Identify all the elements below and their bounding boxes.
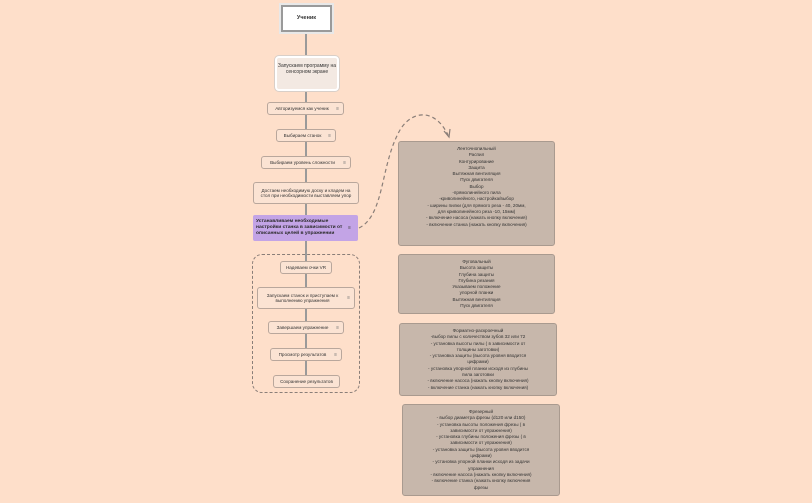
launch-program-node[interactable]: Запускаем программу на сенсорном экране: [275, 56, 339, 91]
note-icon: ≡: [334, 351, 337, 358]
text-line: Пуск двигателя: [460, 177, 493, 183]
text-line: Ленточнопильный: [457, 146, 496, 151]
step-select-difficulty[interactable]: Выбираем уровень сложности ≡: [261, 156, 351, 169]
text-line: - включение станка (нажать кнопку включе…: [426, 221, 527, 227]
text-line: - ширины пилки (для прямого реза - 40, 2…: [427, 202, 526, 208]
step-login[interactable]: Авторизуемся как ученик ≡: [267, 102, 344, 115]
student-label: Ученик: [296, 15, 317, 21]
step-select-machine[interactable]: Выбираем станок ≡: [276, 129, 336, 142]
step-finish-exercise[interactable]: Завершаем упражнение ≡: [268, 321, 344, 334]
step-configure-machine-label: Устанавливаем необходимые настройки стан…: [256, 219, 343, 236]
note-icon: ≡: [348, 225, 351, 231]
step-save-results-label: Сохранение результатов: [280, 378, 333, 384]
text-line: Распил: [468, 152, 485, 158]
student-node[interactable]: Ученик: [281, 5, 332, 32]
text-line: - установка упорной планки исходя из зад…: [432, 459, 530, 465]
step-select-machine-label: Выбираем станок: [283, 132, 322, 138]
step-configure-machine[interactable]: Устанавливаем необходимые настройки стан…: [253, 215, 358, 241]
milling-settings-box: Фрезерный - выбор диаметра фрезы (d120 и…: [402, 404, 560, 496]
step-prepare-board-label: Достаем необходимую доску и кладем на ст…: [260, 187, 352, 199]
step-put-on-vr-label: Надеваем очки VR: [285, 264, 327, 270]
text-line: - включение станка (нажать кнопку включе…: [431, 478, 531, 484]
step-start-machine-label: Запускаем станок и приступаем к выполнен…: [266, 292, 339, 304]
text-line: Выбор: [469, 183, 484, 189]
note-icon: ≡: [336, 324, 339, 331]
text-line: - выбор диаметра фрезы (d120 или d150): [436, 415, 526, 421]
note-icon: ≡: [343, 159, 346, 166]
text-line: - установка защиты (высота уровня вводит…: [432, 446, 530, 452]
text-line: Глубина защиты: [458, 271, 495, 277]
text-line: Высота защиты: [459, 265, 494, 271]
launch-program-label: Запускаем программу на сенсорном экране: [277, 63, 337, 75]
step-finish-exercise-label: Завершаем упражнение: [276, 324, 329, 330]
text-line: Вытяжная вентиляция: [452, 296, 501, 302]
text-line: - установка глубины положения фрезы ( в: [436, 434, 526, 440]
step-view-results[interactable]: Просмотр результатов ≡: [270, 348, 342, 361]
text-line: цифрами): [467, 359, 489, 365]
text-line: Пуск двигателя: [460, 303, 493, 309]
text-line: зависимости от упражнения): [450, 440, 512, 446]
text-line: Фуговальный: [462, 259, 491, 264]
text-line: зависимости от упражнения): [450, 427, 512, 433]
note-icon: ≡: [347, 295, 350, 301]
text-line: -прямолинейного пила: [452, 190, 501, 196]
text-line: Указываем положение: [452, 284, 501, 290]
band-saw-settings-box: Ленточнопильный Распил Контурирование За…: [398, 141, 555, 246]
text-line: Вытяжная вентиляция: [452, 171, 501, 177]
step-view-results-label: Просмотр результатов: [278, 351, 327, 357]
step-put-on-vr[interactable]: Надеваем очки VR: [280, 261, 332, 274]
text-line: Глубина резания: [458, 277, 495, 283]
step-select-difficulty-label: Выбираем уровень сложности: [270, 159, 335, 165]
text-line: толщины заготовки): [456, 346, 500, 352]
text-line: - включение насоса (нажать кнопку включе…: [427, 378, 529, 384]
step-login-label: Авторизуемся как ученик: [275, 105, 329, 111]
note-icon: ≡: [328, 132, 331, 139]
text-line: цифрами): [470, 453, 492, 459]
text-line: упражнения: [468, 465, 494, 471]
text-line: Защита: [468, 164, 485, 170]
text-line: упорной планки: [459, 290, 494, 296]
text-line: - включение насоса (нажать кнопку включе…: [425, 215, 528, 221]
step-save-results[interactable]: Сохранение результатов: [273, 375, 340, 388]
text-line: - установка защиты (высота уровня вводит…: [429, 353, 527, 359]
text-line: Фрезерный: [468, 409, 494, 414]
text-line: - включение насоса (нажать кнопку включе…: [430, 471, 532, 477]
text-line: - установка высоты положения фрезы ( в: [436, 421, 526, 427]
text-line: фрезы: [473, 484, 489, 490]
text-line: - установка высоты пилы ( в зависимости …: [430, 340, 526, 346]
note-icon: ≡: [336, 105, 339, 112]
text-line: -криволинейного, настройка/выбор: [439, 196, 514, 202]
step-start-machine[interactable]: Запускаем станок и приступаем к выполнен…: [257, 287, 355, 309]
vr-steps-group: [252, 254, 360, 393]
text-line: для криволинейного реза -10, 15мм): [437, 208, 516, 214]
text-line: -выбор пилы с количеством зубов 32 или 7…: [430, 334, 526, 340]
text-line: Контурирование: [458, 158, 494, 164]
text-line: - установка упорной планки исходя из глу…: [428, 365, 528, 371]
text-line: - включение станка (нажать кнопку включе…: [427, 384, 529, 390]
text-line: пила заготовки: [462, 372, 494, 378]
panel-saw-settings-box: Форматно-раскроечный -выбор пилы с колич…: [399, 323, 557, 396]
jointer-settings-box: Фуговальный Высота защиты Глубина защиты…: [398, 254, 555, 314]
text-line: Форматно-раскроечный: [452, 328, 504, 333]
step-prepare-board[interactable]: Достаем необходимую доску и кладем на ст…: [253, 182, 359, 204]
